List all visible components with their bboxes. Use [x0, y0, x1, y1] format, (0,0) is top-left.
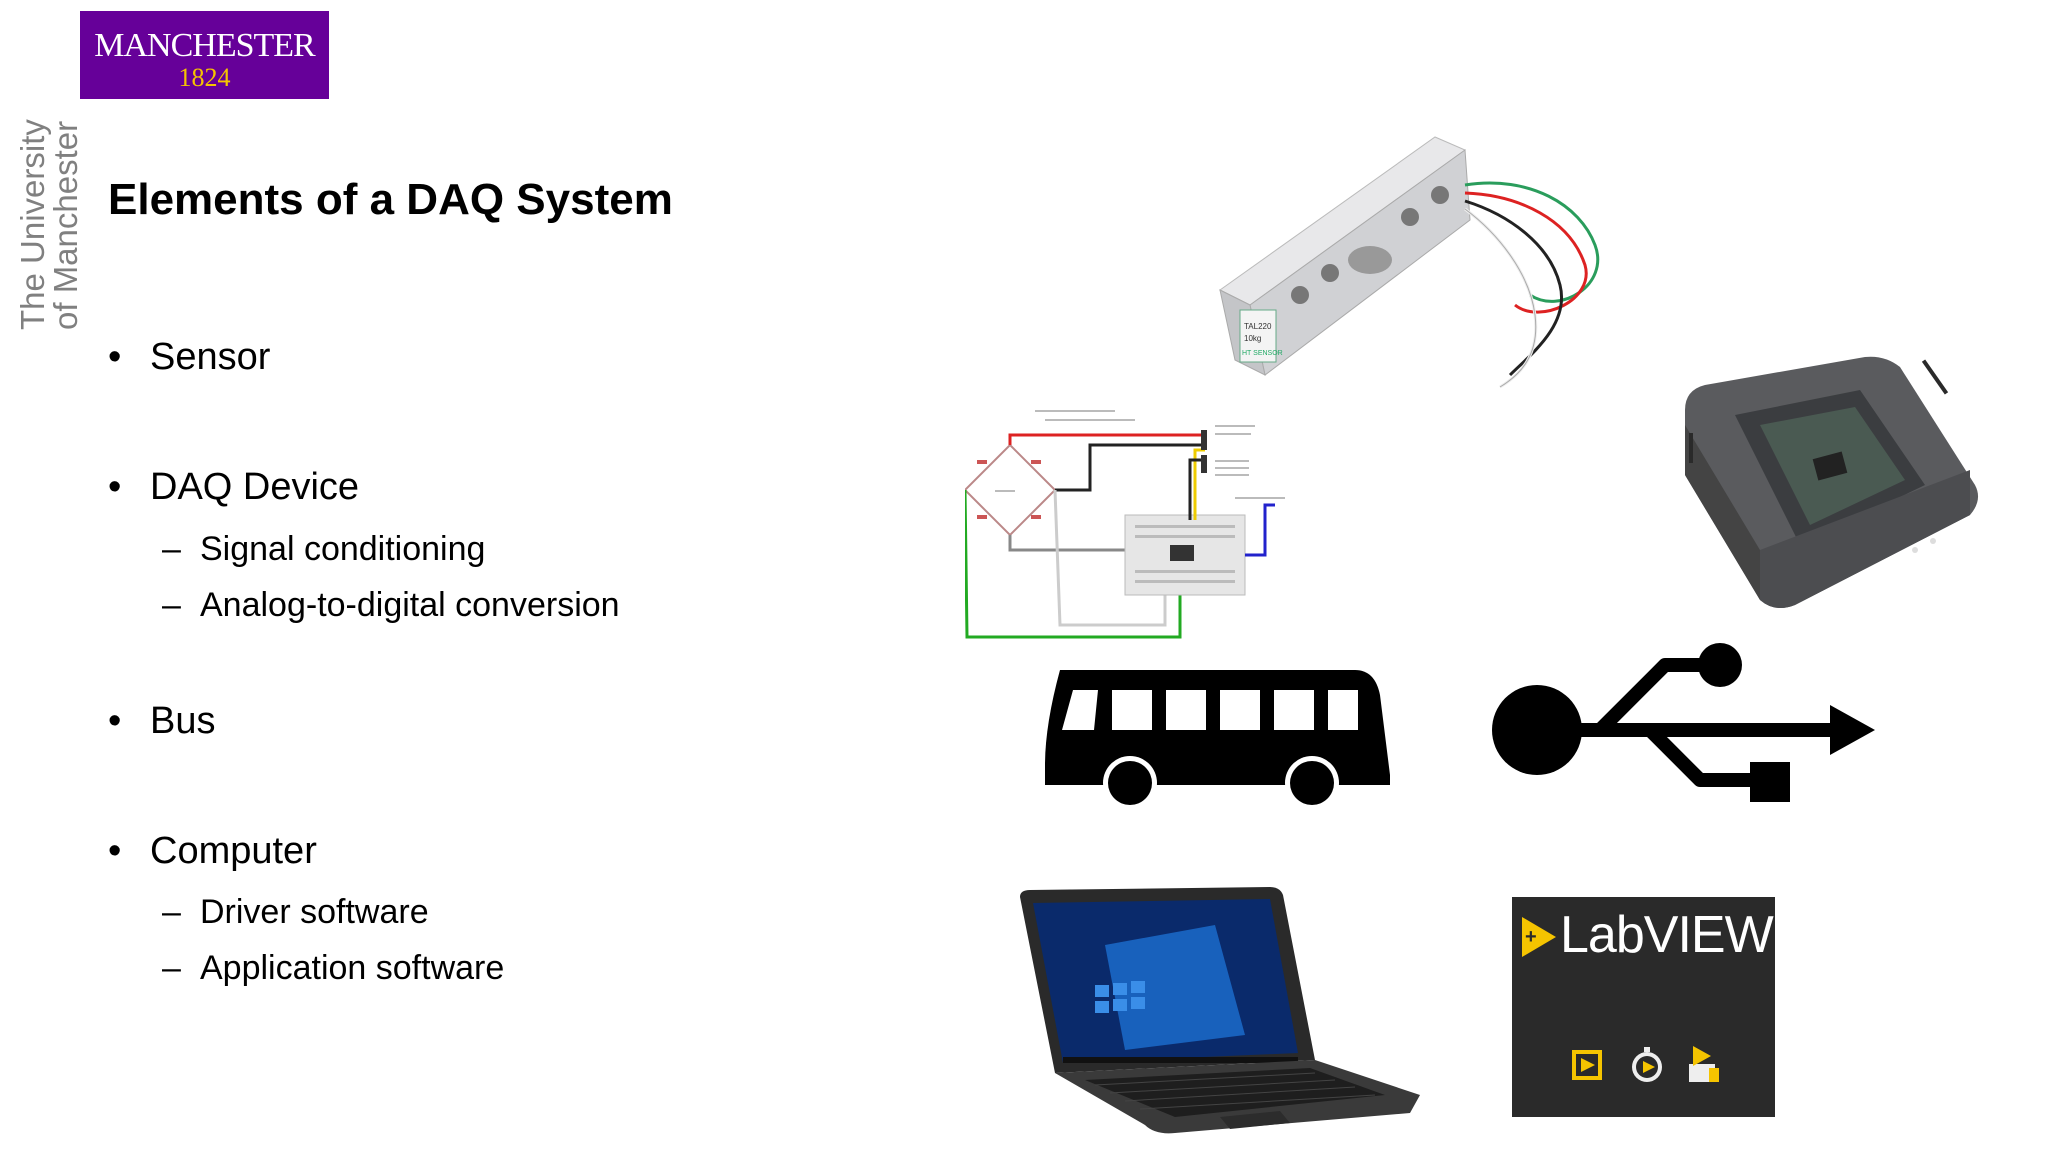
- sub-bullet-driver-software: –Driver software: [162, 893, 429, 932]
- bullet-label: Sensor: [150, 336, 271, 378]
- bullet-dot: •: [108, 466, 122, 508]
- sub-dash: –: [162, 586, 181, 624]
- laptop-photo: [1020, 887, 1420, 1134]
- bullet-computer: • Computer: [108, 830, 317, 873]
- bullet-sensor: • Sensor: [108, 336, 270, 379]
- bullet-label: DAQ Device: [150, 466, 360, 508]
- bullet-dot: •: [108, 830, 122, 872]
- bullet-bus: • Bus: [108, 700, 215, 743]
- sub-dash: –: [162, 949, 181, 987]
- bus-icon: [1045, 670, 1390, 810]
- ni-daq-device-photo: [1685, 356, 1979, 609]
- sub-bullet-adc: –Analog-to-digital conversion: [162, 586, 620, 625]
- sub-dash: –: [162, 530, 181, 568]
- svg-text:+: +: [1525, 926, 1537, 948]
- labview-logo: + LabVIEW: [1512, 897, 1775, 1117]
- sub-dash: –: [162, 893, 181, 931]
- sub-bullet-signal-conditioning: –Signal conditioning: [162, 530, 485, 569]
- load-cell-sensor-photo: TAL220 10kg HT SENSOR: [1219, 136, 1599, 389]
- bullet-label: Computer: [150, 830, 317, 872]
- sub-bullet-label: Driver software: [200, 893, 429, 931]
- usb-icon: [1492, 643, 1875, 802]
- sub-bullet-label: Analog-to-digital conversion: [200, 586, 620, 624]
- bullet-daq-device: • DAQ Device: [108, 466, 359, 509]
- wiring-diagram: [965, 410, 1285, 639]
- labview-wordmark: LabVIEW: [1560, 906, 1774, 964]
- bullet-label: Bus: [150, 700, 216, 742]
- university-logo: MANCHESTER 1824: [80, 11, 329, 99]
- sensor-label-model: TAL220: [1244, 322, 1272, 331]
- sub-bullet-label: Application software: [200, 949, 505, 987]
- side-text-line1: The University: [14, 119, 51, 330]
- logo-name: MANCHESTER: [94, 27, 315, 64]
- university-side-text: The University of Manchester: [14, 110, 88, 330]
- labview-play-icon: +: [1522, 917, 1556, 957]
- sub-bullet-label: Signal conditioning: [200, 530, 486, 568]
- sensor-label-brand: HT SENSOR: [1242, 350, 1283, 357]
- sub-bullet-application-software: –Application software: [162, 949, 504, 988]
- sensor-label-capacity: 10kg: [1244, 334, 1261, 343]
- slide-title: Elements of a DAQ System: [108, 175, 673, 224]
- side-text-line2: of Manchester: [47, 120, 84, 330]
- labview-tool-icons: [1572, 1046, 1719, 1082]
- logo-year: 1824: [178, 63, 231, 92]
- bullet-dot: •: [108, 700, 122, 742]
- bullet-dot: •: [108, 336, 122, 378]
